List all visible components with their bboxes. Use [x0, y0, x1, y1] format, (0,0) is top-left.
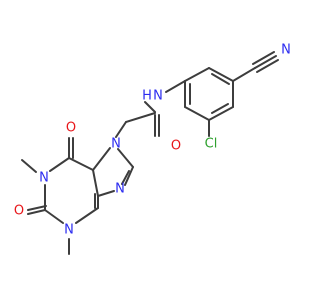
bond [165, 80, 186, 93]
bonds [21, 51, 279, 255]
o2-label: O [14, 204, 24, 219]
molecule-diagram: N H O N N N N O O Cl N [14, 43, 291, 255]
bond [124, 166, 134, 186]
bond [125, 112, 156, 123]
bond [92, 147, 111, 171]
bond [252, 51, 275, 65]
bond [97, 190, 115, 197]
bond [144, 101, 156, 113]
atom-labels: N H O N N N N O O Cl N [14, 43, 291, 238]
bond [208, 67, 234, 82]
bond [232, 67, 256, 82]
bond [117, 148, 134, 168]
amide-hydrogen-label: H [142, 89, 152, 104]
bond [184, 67, 210, 82]
bond [121, 170, 130, 185]
bond [44, 209, 64, 224]
n1-label: N [39, 171, 49, 186]
bond [211, 73, 230, 85]
n3-label: N [64, 223, 74, 238]
bond [208, 106, 234, 121]
amide-nitrogen-label: N [153, 89, 163, 104]
bond [27, 209, 46, 215]
bond [27, 205, 47, 211]
o6-label: O [66, 121, 76, 136]
bond [256, 59, 279, 73]
bond [211, 103, 229, 114]
n7-label: N [111, 137, 121, 152]
n9-label: N [115, 182, 125, 197]
bond [184, 106, 210, 121]
bond [254, 55, 277, 69]
bond [49, 157, 70, 172]
bond [68, 157, 94, 171]
bond [92, 169, 99, 197]
chlorine-label: Cl [205, 137, 218, 152]
bond [115, 121, 127, 138]
bond [75, 207, 99, 224]
bond [21, 159, 37, 173]
cyano-nitrogen-label: N [281, 43, 291, 58]
amide-oxygen-label: O [171, 139, 181, 154]
